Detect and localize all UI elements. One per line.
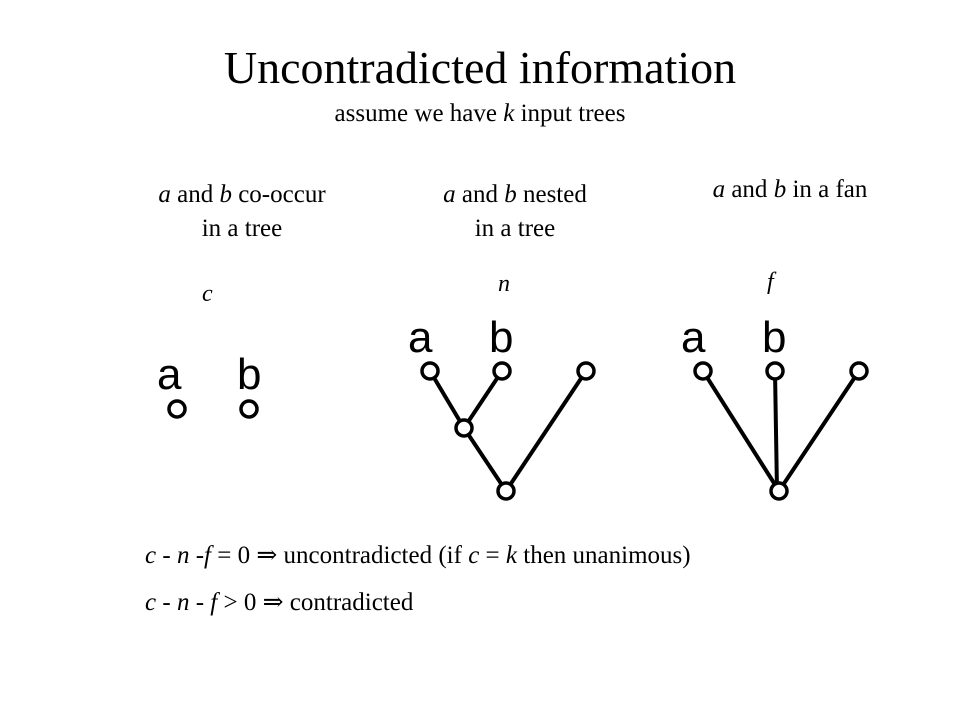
- panel-cooccur-caption-line1: a and b co-occur: [92, 178, 392, 212]
- subtitle-pre: assume we have: [334, 100, 504, 127]
- slide-subtitle: assume we have k input trees: [0, 98, 960, 130]
- nested-edge-c-root: [504, 369, 588, 493]
- nested-node-root: [496, 481, 516, 501]
- nested-edge-inner-root: [462, 426, 508, 493]
- fan-edge-c-root: [777, 369, 861, 493]
- eq-n: n: [176, 589, 190, 616]
- fan-node-c: [849, 361, 869, 381]
- caption-and: and: [170, 181, 220, 208]
- caption-and: and: [725, 176, 774, 203]
- caption-and: and: [455, 181, 505, 208]
- slide-title: Uncontradicted information: [223, 42, 737, 93]
- implies-arrow-icon: ⇒: [256, 542, 278, 569]
- eq-relation: = 0: [210, 542, 257, 569]
- eq-f: f: [204, 542, 211, 569]
- fan-node-b: [765, 361, 785, 381]
- cooccur-node-b: [239, 399, 259, 419]
- nested-node-a: [420, 361, 440, 381]
- eq-c: c: [145, 589, 157, 616]
- var-c-label: c: [202, 281, 213, 307]
- nested-edge-a-inner: [428, 369, 466, 430]
- fan-node-a: [693, 361, 713, 381]
- nested-edge-b-inner: [462, 369, 504, 430]
- eq-minus: -: [189, 542, 205, 569]
- eq-result-post: then unanimous): [517, 542, 691, 569]
- panel-cooccur-leaf-a-label: a: [157, 350, 182, 399]
- panel-cooccur-leaf-b-label: b: [237, 350, 262, 399]
- eq-c: c: [468, 542, 480, 569]
- implies-arrow-icon: ⇒: [262, 589, 284, 616]
- subtitle-post: input trees: [514, 100, 626, 127]
- eq-minus: -: [189, 589, 211, 616]
- eq-minus: -: [156, 542, 177, 569]
- panel-fan-caption: a and b in a fan: [640, 173, 940, 207]
- eq-c: c: [145, 542, 157, 569]
- eq-relation: > 0: [217, 589, 263, 616]
- nested-node-b: [492, 361, 512, 381]
- caption-b: b: [773, 176, 787, 203]
- eq-equals: =: [479, 542, 506, 569]
- eq-minus: -: [156, 589, 177, 616]
- panel-nested-leaf-a-label: a: [408, 313, 433, 362]
- nested-node-inner: [454, 418, 474, 438]
- nested-node-c: [576, 361, 596, 381]
- caption-a: a: [712, 176, 726, 203]
- fan-node-root: [769, 481, 789, 501]
- equation-uncontradicted: c - n -f = 0 ⇒ uncontradicted (if c = k …: [145, 540, 691, 572]
- caption-a: a: [158, 181, 171, 208]
- equation-contradicted: c - n - f > 0 ⇒ contradicted: [145, 587, 413, 619]
- panel-fan-leaf-b-label: b: [762, 313, 787, 362]
- var-n-label: n: [498, 271, 510, 297]
- eq-k: k: [505, 542, 518, 569]
- panel-cooccur-caption-line2: in a tree: [201, 215, 283, 242]
- tree-nodes: [167, 361, 869, 501]
- caption-post: nested: [516, 181, 587, 208]
- cooccur-node-a: [167, 399, 187, 419]
- panel-nested-caption-line1: a and b nested: [365, 178, 665, 212]
- panel-nested-caption-line2: in a tree: [474, 215, 556, 242]
- caption-post: co-occur: [231, 181, 326, 208]
- subtitle-k: k: [503, 100, 515, 127]
- panel-nested-leaf-b-label: b: [489, 313, 514, 362]
- tree-edges: [428, 369, 861, 493]
- fan-edge-b-root: [773, 369, 779, 493]
- eq-n: n: [176, 542, 190, 569]
- eq-result: contradicted: [283, 589, 414, 616]
- caption-post: in a fan: [786, 176, 868, 203]
- fan-edge-a-root: [701, 369, 781, 493]
- caption-b: b: [219, 181, 232, 208]
- eq-result: uncontradicted (if: [277, 542, 469, 569]
- panel-fan-leaf-a-label: a: [681, 313, 706, 362]
- var-f-label: f: [767, 269, 774, 295]
- caption-b: b: [504, 181, 517, 208]
- eq-f: f: [210, 589, 218, 616]
- caption-a: a: [443, 181, 456, 208]
